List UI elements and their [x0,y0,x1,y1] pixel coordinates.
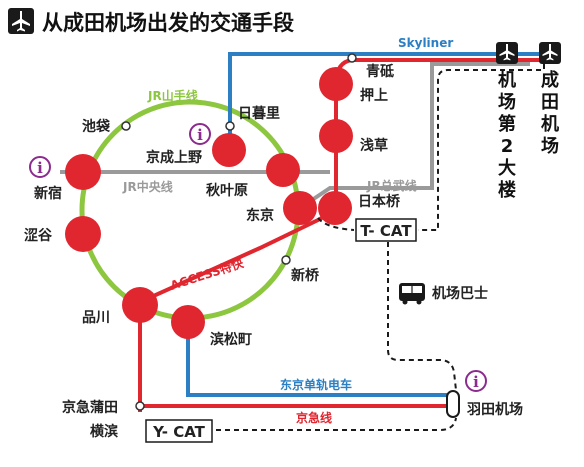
station-shimbashi: 新桥 [291,267,320,284]
station-tokyo: 东京 [246,207,274,224]
station-akihabara: 秋叶原 [206,182,248,199]
tcat-haneda-route [387,242,457,391]
tokyo-node [283,191,317,225]
asakusa-node [319,119,353,153]
station-ikebukuro: 池袋 [82,118,111,135]
svg-text:i: i [37,159,43,177]
ycat-label: Y- CAT [152,423,206,441]
narita-label: 成 田 机 场 [541,69,559,157]
narita-t2: 机 场 第 2 大 楼 [496,42,518,201]
svg-text:2: 2 [501,136,514,157]
station-shinjuku: 新宿 [34,185,62,202]
ycat-box: Y- CAT [145,419,213,443]
tcat-box: T- CAT [355,218,417,242]
svg-text:i: i [473,373,479,391]
keikyu-kamata-dot [135,401,145,411]
hamamatsucho-node [171,305,205,339]
aoto-dot [347,53,357,63]
svg-text:田: 田 [541,92,559,113]
akihabara-node [266,153,300,187]
airport-bus: 机场巴士 [399,283,488,305]
title-airplane-shape [12,11,30,32]
access-line [138,58,548,412]
station-shibuya: 涩谷 [24,228,53,244]
station-keikyu-kamata: 京急蒲田 [62,399,118,416]
nippori-dot [225,121,235,131]
svg-text:成: 成 [541,69,559,91]
haneda-marker [446,390,460,418]
station-yokohama: 横滨 [90,423,118,440]
airport-bus-label: 机场巴士 [432,285,488,302]
info-icon-ueno: i [189,123,211,145]
info-icon-haneda: i [465,370,487,392]
narita-bus-route [418,64,545,231]
chuo-label: JR中央线 [122,179,173,194]
station-keisei-ueno: 京成上野 [146,149,202,166]
tcat-label: T- CAT [360,222,412,240]
ycat-haneda-route [216,417,457,431]
monorail-line [186,322,450,397]
bus-icon [399,283,425,305]
oshiage-node [319,67,353,101]
nihombashi-node [318,191,352,225]
shimbashi-dot [281,255,291,265]
page-title: 从成田机场出发的交通手段 [42,11,294,35]
info-icon-shinjuku: i [29,156,51,178]
station-hamamatsucho: 滨松町 [210,331,252,348]
shibuya-node [65,216,101,252]
svg-text:机: 机 [541,114,559,135]
station-aoto: 青砥 [366,63,394,80]
svg-text:大: 大 [498,157,516,179]
ikebukuro-dot [121,121,131,131]
shinagawa-node [122,287,158,323]
title-bar: 从成田机场出发的交通手段 [8,8,294,35]
keikyu-label: 京急线 [296,410,332,425]
haneda-airport-label: 羽田机场 [467,401,523,418]
station-asakusa: 浅草 [360,137,388,154]
tcat-nihombashi-route [317,217,355,231]
yamanote-label: JR山手线 [147,88,198,103]
skyliner-label: Skyliner [398,36,453,50]
major-stations [65,67,353,339]
skyliner-line [228,52,546,150]
station-nihombashi: 日本桥 [358,193,401,210]
keisei-ueno-node [212,133,246,167]
svg-text:场: 场 [498,92,516,113]
shinjuku-node [65,154,101,190]
monorail-label: 东京单轨电车 [280,377,352,392]
access-label: ACCESS特快 [168,255,246,293]
svg-text:i: i [197,126,203,144]
station-nippori: 日暮里 [238,105,280,122]
narita: 成 田 机 场 [539,42,561,157]
sobu-label: JR总武线 [366,178,417,193]
station-shinagawa: 品川 [82,310,110,326]
sobu-line [298,62,530,210]
svg-text:场: 场 [541,136,559,157]
station-oshiage: 押上 [360,87,388,104]
narita-t2-label: 机 场 第 2 大 楼 [498,70,516,201]
svg-text:机: 机 [498,70,516,91]
svg-text:楼: 楼 [498,179,516,201]
svg-text:第: 第 [498,113,516,135]
